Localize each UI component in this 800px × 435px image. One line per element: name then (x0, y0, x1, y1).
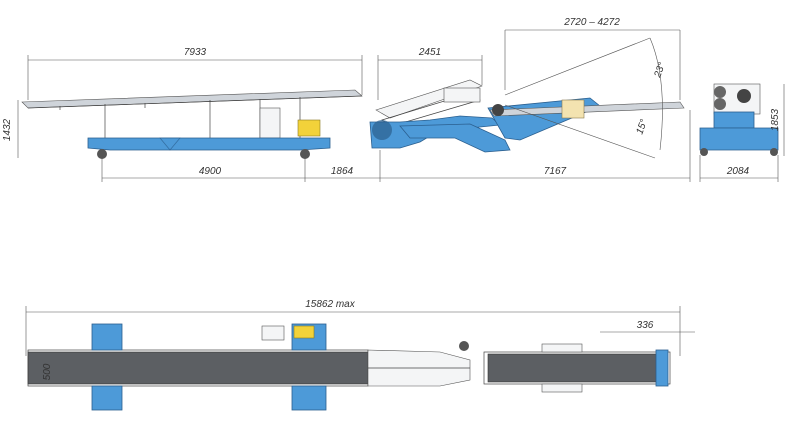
dim-total-length: 15862 max (305, 299, 355, 310)
dim-angle-up: 23° (652, 61, 668, 80)
plan-main-belt (27, 351, 369, 385)
plan-frame-rear-top (91, 323, 123, 351)
dim-offset: 336 (637, 320, 654, 331)
wheel-front (300, 149, 310, 159)
dim-height-left: 1432 (2, 118, 13, 141)
main-belt (21, 89, 363, 109)
end-chassis (699, 127, 779, 151)
plan-stacker-belt (487, 353, 667, 383)
side-panel (259, 107, 281, 139)
dim-base-3: 7167 (544, 166, 567, 177)
plan-frame-front-bottom (291, 385, 327, 411)
chassis-frame (87, 137, 331, 151)
plan-view: 15862 max 336 500 (25, 299, 695, 411)
dim-height-right: 1853 (770, 108, 781, 131)
stacker-box (561, 99, 585, 119)
dim-belt-width: 500 (42, 363, 53, 380)
motor-box (297, 119, 321, 137)
stacker-belt (489, 101, 685, 117)
dim-top-length: 7933 (184, 47, 207, 58)
dim-width: 2084 (726, 166, 750, 177)
dim-base-2: 1864 (331, 166, 354, 177)
wheel-rear (97, 149, 107, 159)
end-view: 1853 2084 (699, 83, 785, 182)
side-view: 7933 1432 2451 (2, 17, 691, 182)
dim-feeder-length: 2451 (418, 47, 441, 58)
plan-frame-rear-bottom (91, 385, 123, 411)
dim-angle-down: 15° (634, 118, 650, 136)
dim-range: 2720 – 4272 (563, 17, 620, 28)
dim-base-1: 4900 (199, 166, 222, 177)
